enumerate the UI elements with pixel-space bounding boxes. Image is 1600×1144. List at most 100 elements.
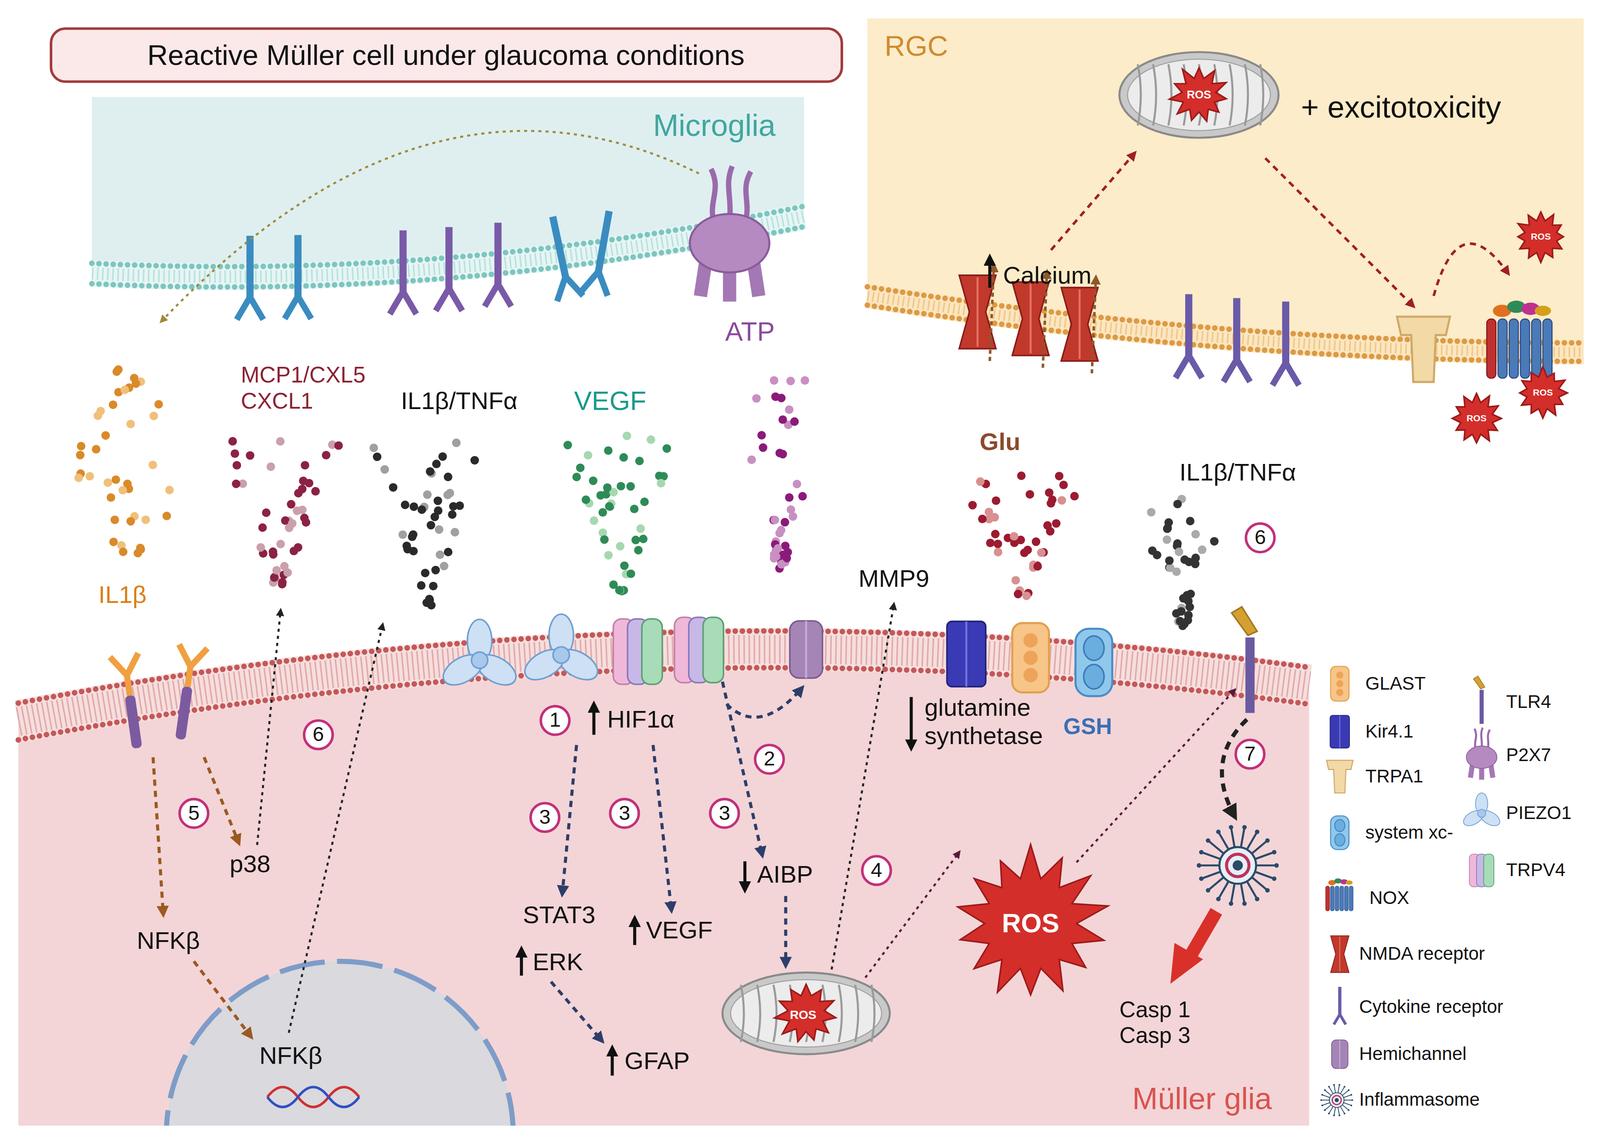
legend-icon bbox=[1334, 1098, 1339, 1103]
node-label: ROS bbox=[1001, 908, 1060, 939]
node-label: ROS bbox=[1186, 88, 1212, 102]
legend-icon bbox=[1333, 986, 1346, 1025]
molecule-label: Calcium bbox=[1003, 261, 1092, 290]
molecule-cloud bbox=[398, 530, 407, 539]
legend-icon bbox=[1321, 1104, 1323, 1107]
legend-icon bbox=[1349, 886, 1353, 912]
legend-label: P2X7 bbox=[1506, 744, 1552, 767]
inflammasome bbox=[1199, 850, 1204, 855]
molecule-cloud bbox=[162, 511, 172, 521]
legend-icon bbox=[1320, 1084, 1353, 1117]
ros-star bbox=[1517, 212, 1564, 263]
callout-circle bbox=[540, 706, 570, 736]
molecule-cloud bbox=[600, 535, 609, 545]
callout-circle bbox=[1235, 739, 1265, 769]
pathway-arrow bbox=[726, 688, 802, 718]
molecule-cloud bbox=[576, 463, 585, 473]
molecule-label: VEGF bbox=[645, 916, 713, 945]
molecule-label: + excitotoxicity bbox=[1301, 89, 1502, 126]
molecule-cloud bbox=[451, 438, 461, 448]
rgc-region bbox=[867, 18, 1584, 353]
mitochondrion bbox=[1152, 64, 1156, 126]
legend-icon bbox=[1342, 1090, 1349, 1096]
pathway-arrow bbox=[203, 757, 239, 844]
molecule-cloud bbox=[1011, 576, 1021, 585]
molecule-cloud bbox=[1191, 529, 1200, 539]
molecule-cloud bbox=[786, 376, 796, 386]
molecule-cloud bbox=[792, 479, 802, 489]
molecule-cloud bbox=[604, 502, 614, 512]
legend-icon bbox=[1329, 1092, 1345, 1108]
molecule-cloud bbox=[636, 524, 645, 534]
molecule-cloud bbox=[298, 484, 307, 494]
legend-icon bbox=[1336, 671, 1344, 679]
molecule-cloud bbox=[96, 406, 106, 416]
pathway-arrow bbox=[1050, 152, 1135, 251]
inflammasome bbox=[1201, 871, 1221, 879]
molecule-cloud bbox=[85, 471, 95, 481]
legend-icon bbox=[1466, 745, 1497, 769]
receptor bbox=[435, 227, 463, 311]
cytokine-receptor bbox=[1272, 301, 1299, 386]
legend-icon bbox=[1326, 760, 1353, 794]
mitochondrion bbox=[773, 985, 777, 1043]
molecule-cloud bbox=[769, 376, 779, 385]
molecule-cloud bbox=[108, 400, 118, 410]
legend-label: TRPA1 bbox=[1365, 766, 1424, 788]
mitochondrion bbox=[757, 985, 761, 1043]
molecule-cloud bbox=[438, 452, 448, 462]
legend-icon bbox=[1340, 1086, 1345, 1094]
inflammasome bbox=[1274, 863, 1279, 868]
legend-icon bbox=[1325, 1105, 1332, 1111]
molecule-cloud bbox=[1182, 591, 1192, 600]
callout-number: 7 bbox=[1244, 742, 1256, 767]
molecule-cloud bbox=[245, 451, 255, 461]
legend-icon bbox=[1330, 715, 1350, 749]
molecule-cloud bbox=[372, 452, 382, 462]
molecule-cloud bbox=[434, 525, 444, 535]
mitochondrion bbox=[1119, 51, 1279, 138]
inflammasome bbox=[1254, 871, 1275, 879]
molecule-label: AIBP bbox=[757, 860, 814, 889]
molecule-cloud bbox=[74, 473, 84, 483]
inflammasome bbox=[1251, 877, 1268, 891]
system-xc bbox=[1075, 628, 1112, 697]
ros-star: ROS bbox=[951, 844, 1111, 1004]
pathway-arrow bbox=[653, 745, 672, 911]
molecule-cloud bbox=[400, 500, 410, 510]
molecule-cloud bbox=[75, 450, 85, 460]
molecule-cloud bbox=[780, 518, 790, 527]
pathway-arrow bbox=[551, 982, 603, 1042]
molecule-cloud bbox=[588, 476, 598, 486]
molecule-cloud bbox=[968, 501, 977, 510]
molecule-cloud bbox=[619, 453, 628, 462]
molecule-label: ERK bbox=[532, 948, 584, 977]
legend-label: NOX bbox=[1369, 887, 1410, 909]
legend-icon bbox=[1330, 715, 1350, 749]
molecule-cloud bbox=[129, 373, 139, 383]
molecule-cloud bbox=[572, 472, 582, 482]
molecule-cloud bbox=[752, 394, 761, 404]
legend-label: Cytokine receptor bbox=[1359, 996, 1504, 1018]
hemichannel bbox=[805, 620, 808, 678]
molecule-label: p38 bbox=[229, 850, 271, 879]
node-label: Müller glia bbox=[1132, 1081, 1272, 1117]
molecule-label: Casp 1 Casp 3 bbox=[1119, 996, 1201, 1049]
cytokine-receptor bbox=[1175, 294, 1203, 378]
legend-icon bbox=[1323, 1089, 1326, 1092]
molecule-cloud bbox=[272, 566, 282, 575]
molecule-cloud bbox=[603, 446, 613, 455]
callout-number: 3 bbox=[618, 801, 631, 826]
molecule-cloud bbox=[1054, 471, 1064, 481]
molecule-cloud bbox=[450, 528, 460, 537]
legend-icon bbox=[1339, 715, 1341, 749]
legend-icon bbox=[1344, 1099, 1353, 1101]
molecule-cloud bbox=[388, 483, 398, 492]
legend-icon bbox=[1336, 680, 1344, 688]
legend-icon bbox=[1328, 1106, 1333, 1114]
pathway-arrow bbox=[193, 961, 251, 1038]
nmda-receptor bbox=[976, 277, 979, 347]
molecule-cloud bbox=[120, 385, 130, 395]
mitochondrion bbox=[722, 972, 890, 1055]
